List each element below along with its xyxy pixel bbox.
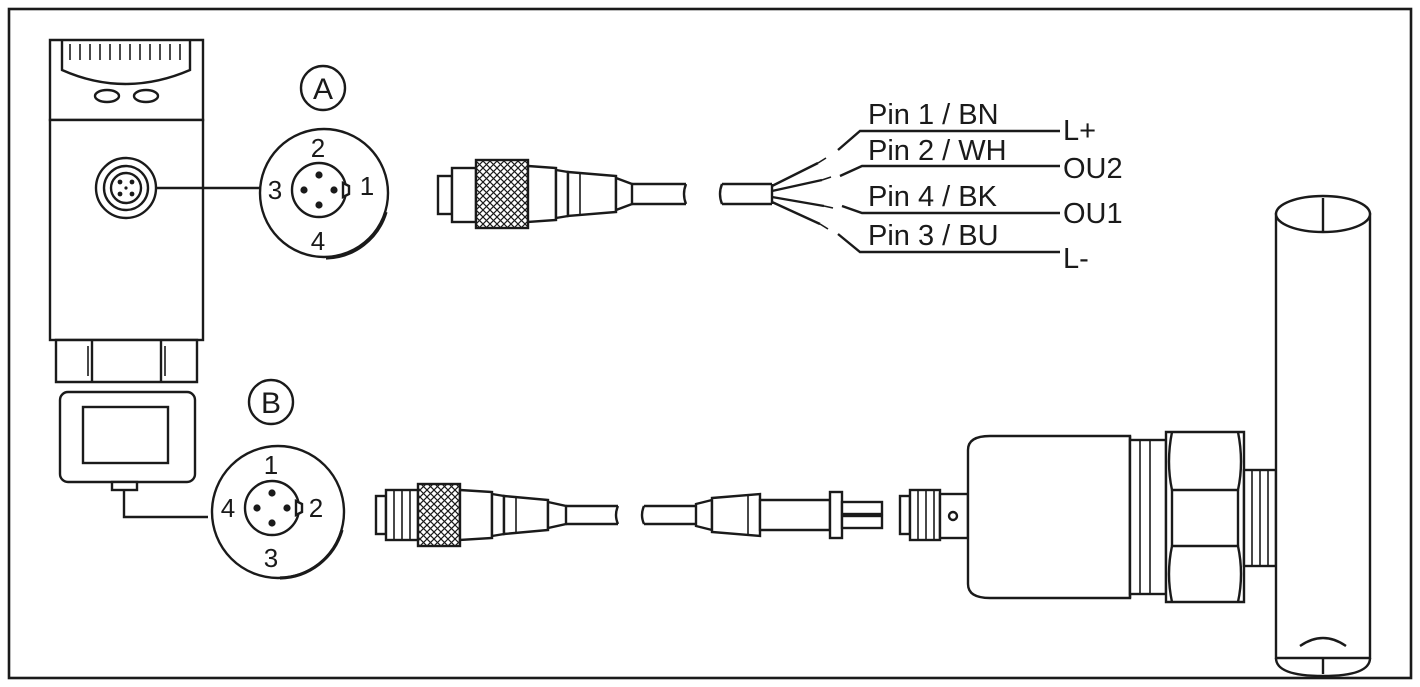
diagram-frame	[7, 7, 1413, 680]
cable-a-socket	[436, 158, 688, 230]
wire-3-signal: OU1	[1063, 198, 1123, 230]
connector-b-face	[210, 444, 346, 580]
wire-leader-lines	[837, 129, 1060, 254]
probe-device	[898, 430, 1278, 604]
wire-4-pin-label: Pin 3 / BU	[868, 220, 999, 252]
cable-b-plug	[640, 490, 884, 540]
marker-b-label: B	[261, 387, 281, 420]
connector-b-pin-left: 4	[221, 493, 235, 523]
marker-a-circle	[299, 64, 347, 112]
marker-a-label: A	[313, 73, 333, 106]
pipe	[1274, 194, 1372, 678]
connector-a-pin-bottom: 4	[311, 226, 325, 256]
cable-b-socket	[374, 482, 620, 548]
wire-1-signal: L+	[1063, 115, 1096, 147]
wire-4-signal: L-	[1063, 243, 1089, 275]
wire-2-signal: OU2	[1063, 153, 1123, 185]
connector-a-pin-left: 3	[268, 175, 282, 205]
leader-line-b	[122, 490, 208, 519]
sensor-housing	[48, 38, 205, 492]
marker-b-circle	[247, 378, 295, 426]
connector-b-pin-bottom: 3	[264, 543, 278, 573]
connector-a-pin-top: 2	[311, 133, 325, 163]
wire-1-pin-label: Pin 1 / BN	[868, 99, 999, 131]
connector-a-face	[258, 127, 390, 260]
connector-a-pin-right: 1	[360, 171, 374, 201]
wire-3-pin-label: Pin 4 / BK	[868, 181, 998, 213]
wire-2-pin-label: Pin 2 / WH	[868, 135, 1007, 167]
connector-b-pin-right: 2	[309, 493, 323, 523]
cable-a-open-end	[718, 157, 834, 230]
connector-b-pin-top: 1	[264, 450, 278, 480]
